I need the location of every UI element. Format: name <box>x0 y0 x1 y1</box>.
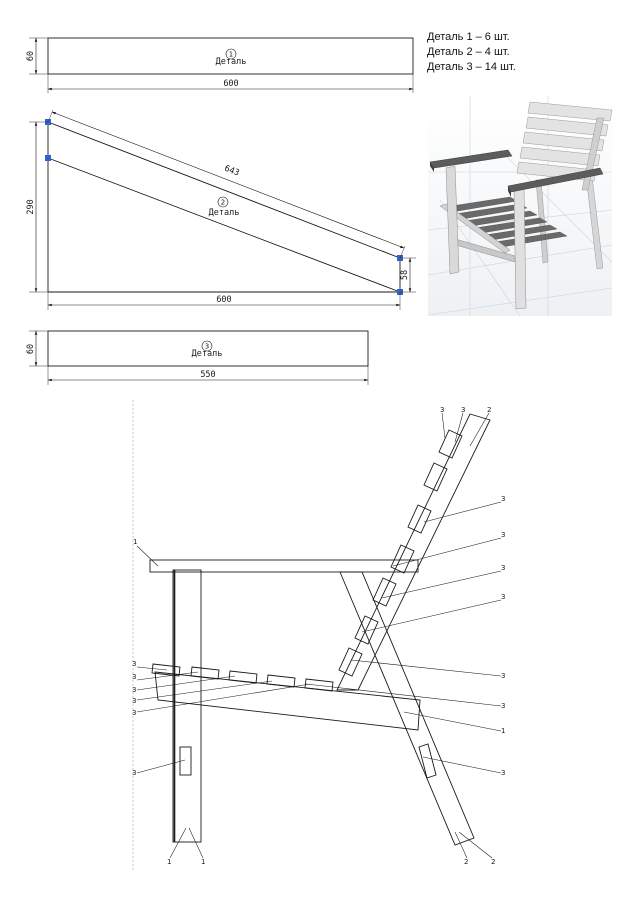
part-3-outline <box>47 330 369 367</box>
front-leg <box>172 569 202 843</box>
part-3-number-circle <box>201 340 213 352</box>
part-3-height-value: 60 <box>26 344 36 354</box>
part-1-width-value: 600 <box>223 79 238 89</box>
part-1-outline <box>47 37 414 75</box>
leader-number: 3 <box>501 672 505 680</box>
part-2-height-value: 290 <box>26 199 36 214</box>
leader-number: 3 <box>132 709 136 717</box>
back-support <box>336 413 491 691</box>
part-2-number: 2 <box>221 199 225 207</box>
parts-list-item-2: Деталь 2 – 4 шт. <box>427 46 510 58</box>
leader-number: 3 <box>501 531 505 539</box>
leader-number: 2 <box>487 406 491 414</box>
rear-leg <box>339 571 475 846</box>
arm-rest <box>149 559 419 573</box>
part-3-caption: Деталь <box>192 349 223 359</box>
leader-number: 3 <box>132 660 136 668</box>
part-2-diagonal-value: 643 <box>223 164 241 179</box>
part-3-width-value: 550 <box>200 370 215 380</box>
part-1-height-value: 60 <box>26 51 36 61</box>
leader-labels: 1 3 3 2 3 3 3 3 3 3 1 3 3 3 3 3 3 3 1 1 … <box>132 406 505 866</box>
part-3-number: 3 <box>205 343 209 351</box>
part-1-number-circle <box>225 48 237 60</box>
leader-number: 1 <box>201 858 205 866</box>
leader-number: 3 <box>132 673 136 681</box>
part-1-caption: Деталь <box>216 57 247 67</box>
side-assembly-view: 1 3 3 2 3 3 3 3 3 3 1 3 3 3 3 3 3 3 1 1 … <box>132 400 505 870</box>
leader-number: 3 <box>501 564 505 572</box>
leader-number: 1 <box>501 727 505 735</box>
seat-rail <box>154 671 421 731</box>
leader-number: 2 <box>464 858 468 866</box>
part-3-drawing: 3 Деталь 550 60 <box>26 330 369 385</box>
leader-number: 3 <box>501 702 505 710</box>
leader-number: 3 <box>132 697 136 705</box>
leader-number: 3 <box>501 769 505 777</box>
leader-number: 2 <box>491 858 495 866</box>
part-1-drawing: 1 Деталь 600 60 <box>26 37 414 93</box>
vertex-marker <box>45 155 51 161</box>
part-2-drawing: 2 Деталь 643 290 58 600 <box>26 109 416 310</box>
part-1-number: 1 <box>229 51 233 59</box>
parts-list: Деталь 1 – 6 шт. Деталь 2 – 4 шт. Деталь… <box>427 31 516 73</box>
leader-number: 3 <box>461 406 465 414</box>
leader-number: 3 <box>501 593 505 601</box>
chair-3d-render <box>427 96 613 317</box>
leader-number: 3 <box>132 686 136 694</box>
leader-number: 3 <box>440 406 444 414</box>
parts-list-item-3: Деталь 3 – 14 шт. <box>427 61 516 73</box>
part-2-end-height-value: 58 <box>400 270 410 280</box>
part-2-diagonal-dimension <box>51 111 405 249</box>
part-2-caption: Деталь <box>209 208 240 218</box>
leader-number: 3 <box>501 495 505 503</box>
parts-list-item-1: Деталь 1 – 6 шт. <box>427 31 510 43</box>
part-2-width-value: 600 <box>216 295 231 305</box>
leader-number: 1 <box>167 858 171 866</box>
leader-number: 3 <box>132 769 136 777</box>
leader-number: 1 <box>133 538 137 546</box>
